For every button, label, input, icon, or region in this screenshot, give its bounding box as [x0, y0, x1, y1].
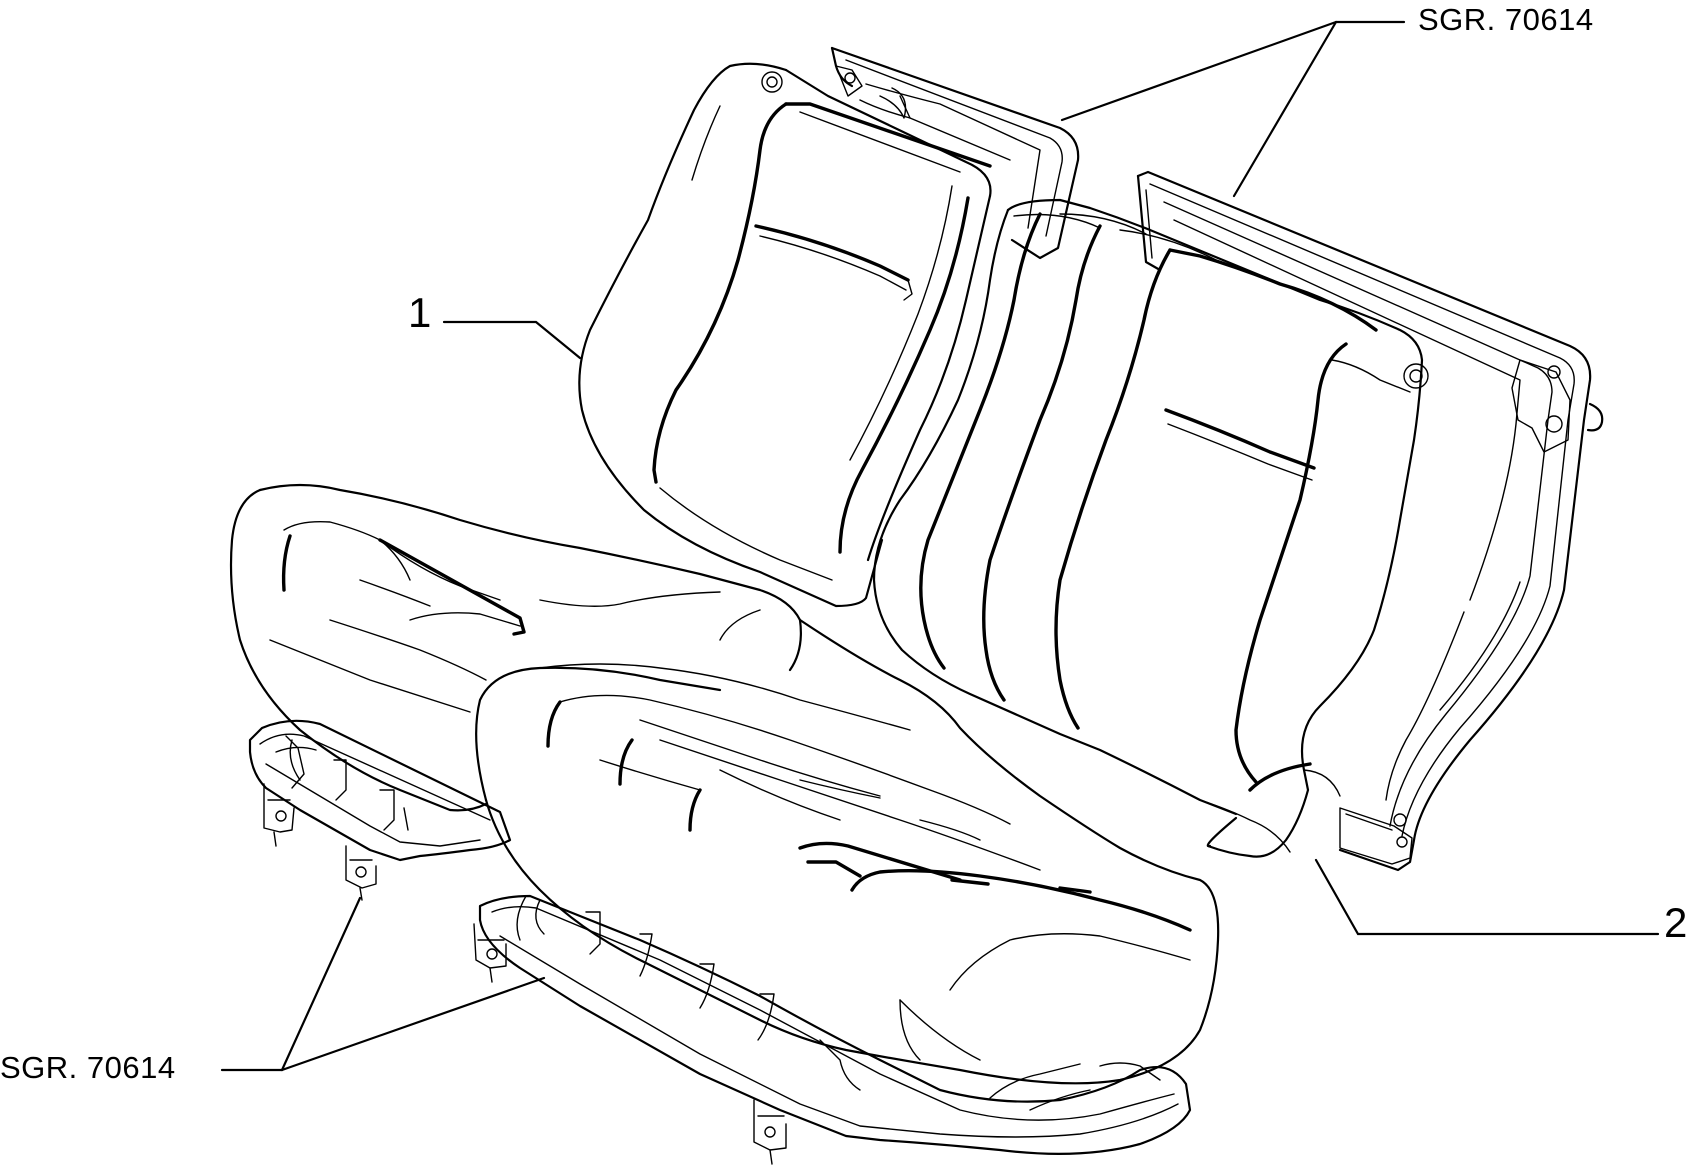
part-number-1: 1 — [408, 289, 432, 336]
left-seat-frame — [248, 719, 512, 901]
leader-ref-bottom-to-right-frame — [280, 976, 546, 1072]
left-backrest-frame — [830, 46, 1080, 260]
leader-part-2 — [1314, 858, 1660, 936]
right-seat-frame — [473, 894, 1192, 1165]
ref-label-top: SGR. 70614 — [1418, 2, 1594, 37]
leader-ref-top-to-right-frame — [1232, 20, 1338, 198]
leader-lines — [220, 20, 1660, 1072]
leader-ref-top-to-left-frame — [1060, 20, 1338, 122]
leader-part-1 — [442, 320, 582, 360]
right-backrest-frame — [1136, 170, 1604, 872]
seat-cushion — [229, 483, 1220, 1085]
leader-ref-bottom-to-left-frame — [280, 896, 362, 1072]
backrest-cushion-2 — [872, 198, 1429, 858]
ref-label-bottom: SGR. 70614 — [0, 1050, 176, 1085]
backrest-cushion-1 — [578, 62, 992, 608]
part-number-2: 2 — [1664, 899, 1688, 946]
